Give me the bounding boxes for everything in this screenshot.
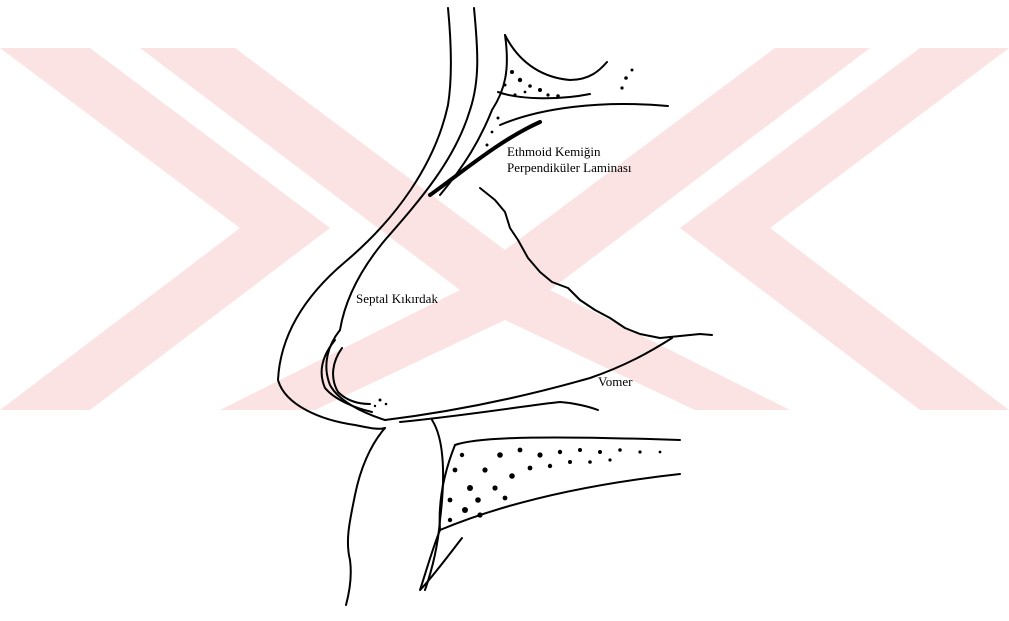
hard-palate-upper xyxy=(455,437,680,445)
upper-lip xyxy=(346,428,385,605)
watermark-logo xyxy=(0,48,1009,410)
hard-palate-lower xyxy=(440,474,680,530)
skull-base xyxy=(500,104,668,125)
ethmoid-label-line2: Perpendiküler Laminası xyxy=(507,160,632,176)
vomer-lower xyxy=(400,402,598,422)
vomer-label: Vomer xyxy=(598,374,632,390)
ethmoid-label: Ethmoid Kemiğin Perpendiküler Laminası xyxy=(507,144,632,177)
ethmoid-label-line1: Ethmoid Kemiğin xyxy=(507,144,632,160)
incisor xyxy=(420,530,462,590)
septal-cartilage-label: Septal Kıkırdak xyxy=(356,291,438,307)
